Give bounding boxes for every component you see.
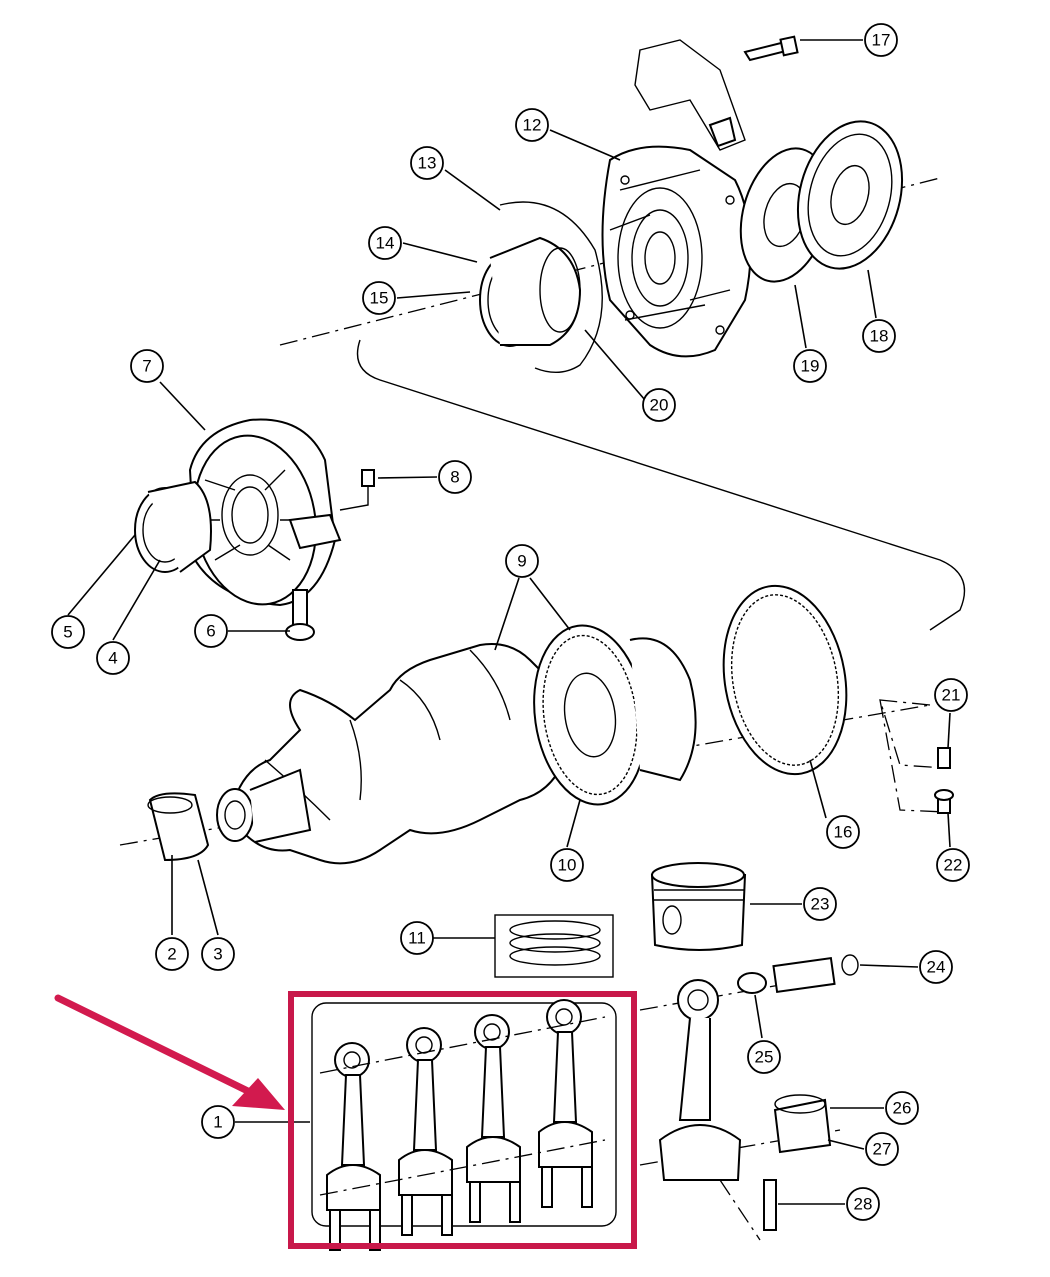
callout-labels: 1 2 3 4 5 6 7 8 9 10 11 12 13 14 15 16 1… bbox=[51, 23, 970, 1221]
callout-22: 22 bbox=[936, 848, 970, 882]
connecting-rods-set bbox=[311, 999, 617, 1251]
svg-text:14: 14 bbox=[376, 234, 395, 253]
svg-text:15: 15 bbox=[370, 289, 389, 308]
callout-24: 24 bbox=[919, 950, 953, 984]
svg-text:18: 18 bbox=[870, 327, 889, 346]
callout-4: 4 bbox=[96, 641, 130, 675]
connecting-rod bbox=[398, 1027, 453, 1236]
connecting-rod bbox=[326, 1042, 381, 1251]
callout-28: 28 bbox=[846, 1187, 880, 1221]
piston-assembly bbox=[494, 862, 859, 1231]
connecting-rod bbox=[466, 1014, 521, 1223]
callout-7: 7 bbox=[130, 349, 164, 383]
callout-11: 11 bbox=[400, 921, 434, 955]
svg-text:19: 19 bbox=[801, 357, 820, 376]
svg-text:28: 28 bbox=[854, 1195, 873, 1214]
callout-19: 19 bbox=[793, 349, 827, 383]
callout-6: 6 bbox=[194, 614, 228, 648]
svg-text:23: 23 bbox=[811, 895, 830, 914]
svg-text:4: 4 bbox=[108, 649, 117, 668]
callout-3: 3 bbox=[201, 937, 235, 971]
highlight-arrow bbox=[54, 994, 285, 1110]
leader-lines bbox=[67, 39, 951, 1205]
svg-text:12: 12 bbox=[523, 116, 542, 135]
svg-text:20: 20 bbox=[650, 396, 669, 415]
callout-13: 13 bbox=[410, 146, 444, 180]
callout-12: 12 bbox=[515, 108, 549, 142]
callout-15: 15 bbox=[362, 281, 396, 315]
callout-5: 5 bbox=[51, 615, 85, 649]
callout-27: 27 bbox=[865, 1132, 899, 1166]
crankshaft bbox=[147, 584, 954, 865]
svg-text:3: 3 bbox=[213, 945, 222, 964]
svg-text:1: 1 bbox=[213, 1113, 222, 1132]
callout-21: 21 bbox=[934, 678, 968, 712]
svg-text:9: 9 bbox=[517, 552, 526, 571]
connecting-rod bbox=[538, 999, 593, 1208]
svg-text:6: 6 bbox=[206, 622, 215, 641]
svg-text:22: 22 bbox=[944, 856, 963, 875]
svg-text:24: 24 bbox=[927, 958, 946, 977]
svg-text:13: 13 bbox=[418, 154, 437, 173]
callout-1: 1 bbox=[201, 1105, 235, 1139]
svg-text:21: 21 bbox=[942, 686, 961, 705]
callout-2: 2 bbox=[155, 937, 189, 971]
callout-25: 25 bbox=[747, 1040, 781, 1074]
callout-16: 16 bbox=[826, 815, 860, 849]
callout-8: 8 bbox=[438, 460, 472, 494]
highlight-overlay bbox=[54, 991, 637, 1249]
svg-text:25: 25 bbox=[755, 1048, 774, 1067]
callout-17: 17 bbox=[864, 23, 898, 57]
front-cover-assembly bbox=[479, 35, 904, 373]
callout-26: 26 bbox=[885, 1091, 919, 1125]
svg-text:10: 10 bbox=[558, 856, 577, 875]
callout-18: 18 bbox=[862, 319, 896, 353]
svg-text:5: 5 bbox=[63, 623, 72, 642]
svg-text:16: 16 bbox=[834, 823, 853, 842]
svg-text:11: 11 bbox=[408, 929, 426, 948]
highlight-box bbox=[288, 991, 637, 1249]
svg-text:27: 27 bbox=[873, 1140, 892, 1159]
oil-pump-housing bbox=[134, 418, 375, 641]
callout-14: 14 bbox=[368, 226, 402, 260]
callout-20: 20 bbox=[642, 388, 676, 422]
svg-text:2: 2 bbox=[167, 945, 176, 964]
svg-text:26: 26 bbox=[893, 1099, 912, 1118]
svg-text:8: 8 bbox=[450, 468, 459, 487]
callout-10: 10 bbox=[550, 848, 584, 882]
svg-text:7: 7 bbox=[142, 357, 151, 376]
svg-text:17: 17 bbox=[872, 31, 891, 50]
callout-9: 9 bbox=[505, 544, 539, 578]
callout-23: 23 bbox=[803, 887, 837, 921]
